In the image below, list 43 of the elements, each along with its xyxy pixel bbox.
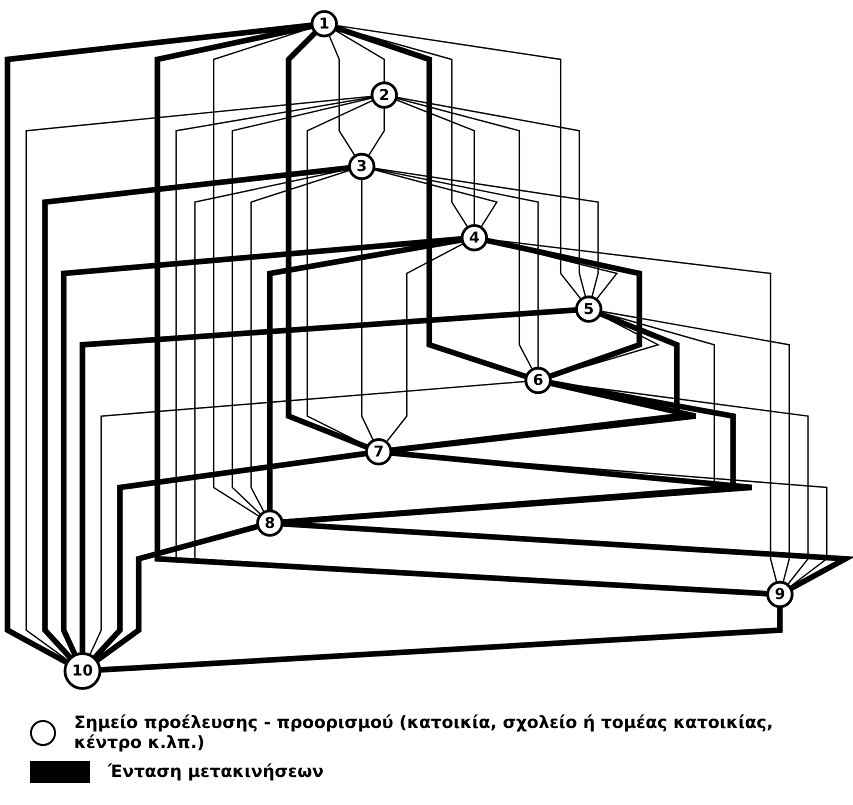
connector [232,96,372,515]
connector [282,520,853,591]
connector [92,450,367,660]
connector [94,523,259,663]
connector [60,236,462,656]
legend-text: Σημείο προέλευσης - προορισμού (κατοικία, σχολείο ή τομέας κατοικίας, κέντρο κ.λπ.) [74,713,774,753]
node-circle: 8 [256,508,284,536]
connector [361,178,374,441]
connector [42,164,350,660]
node-circle: 1 [310,10,338,37]
connector [374,168,539,368]
node-circle: 2 [370,80,398,108]
connector [368,106,385,156]
node-circle: 5 [575,294,602,322]
connector [374,167,599,297]
connector [4,22,312,665]
connector [89,380,526,655]
connector [395,98,476,226]
connector [286,30,368,450]
node-circle: 6 [524,366,552,394]
connector [386,242,464,442]
connector [154,23,768,596]
connector [250,169,350,512]
node-circle: 9 [766,580,794,608]
connector [26,95,372,661]
node-circle: 10 [64,652,102,690]
connector [100,606,783,672]
node-circle: 3 [348,152,376,180]
connector [336,24,582,300]
connector [282,450,755,525]
node-circle: 7 [365,438,392,465]
connector [334,28,385,82]
node-circle: 4 [460,224,488,251]
connector [80,306,577,654]
connector [600,310,790,582]
connector [486,237,642,379]
connector [334,24,528,379]
legend-text: Ένταση μετακινήσεων [108,762,324,782]
connector [486,238,778,582]
connector [328,34,356,156]
connector [396,96,586,297]
connector [396,97,534,370]
connector [373,168,498,228]
